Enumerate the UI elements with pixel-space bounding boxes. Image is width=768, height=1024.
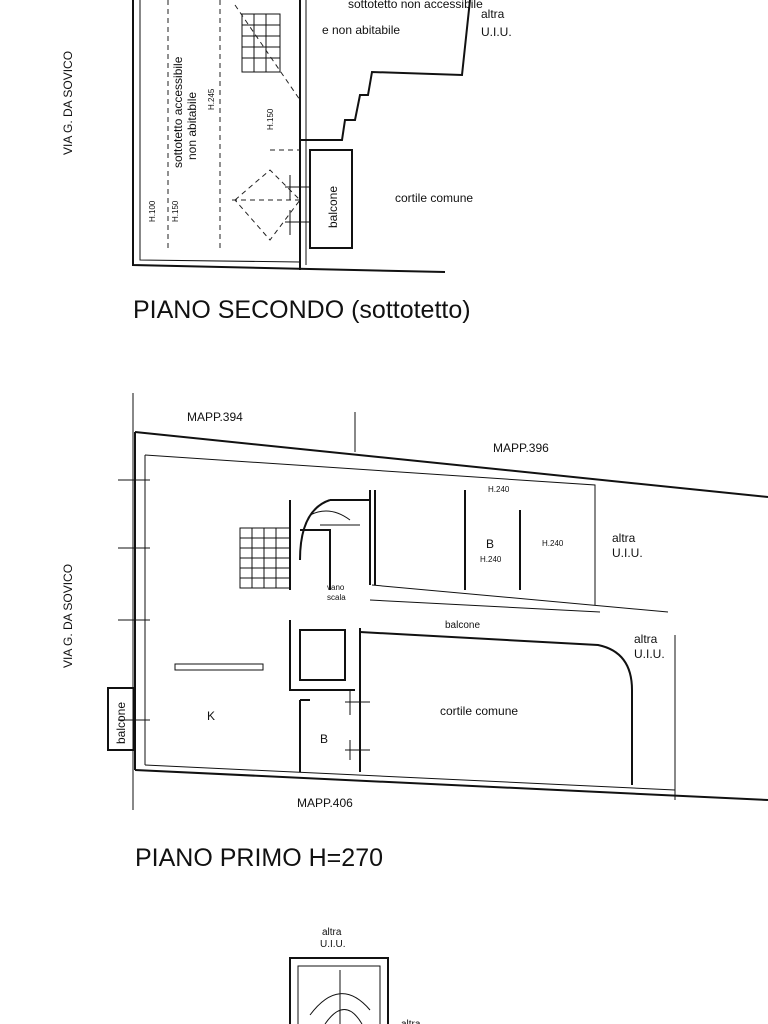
spiral-stair (309, 970, 371, 1024)
room-k-label: K (207, 709, 215, 723)
mapp-406-label: MAPP.406 (297, 796, 353, 810)
other-unit-label-1: altra (481, 7, 505, 21)
height-label: H.240 (488, 485, 510, 494)
first-floor-title: PIANO PRIMO H=270 (135, 844, 383, 872)
street-label: VIA G. DA SOVICO (61, 564, 75, 668)
ground-floor-partial: altra U.I.U. altra (289, 927, 421, 1024)
room-b-label: B (320, 732, 328, 746)
stair-well-label-2: scala (327, 593, 346, 602)
side-balcony-box (107, 687, 135, 751)
street-label: VIA G. DA SOVICO (61, 51, 75, 155)
shaft-box (289, 620, 355, 691)
balcony-rail (369, 599, 601, 613)
first-floor-plan: VIA G. DA SOVICO MAPP.394 (61, 393, 768, 872)
roof-slope-lines (167, 0, 301, 250)
height-label: H.240 (542, 539, 564, 548)
height-label: H.240 (480, 555, 502, 564)
north-wall-inner (144, 454, 596, 605)
other-unit-label-2: U.I.U. (481, 25, 512, 39)
south-wall-inner (144, 764, 676, 791)
stair-treads (240, 528, 290, 588)
north-wall (134, 431, 768, 498)
height-label: H.150 (266, 108, 275, 130)
other-unit-top-label-2: U.I.U. (320, 939, 346, 950)
other-unit-top-label-1: altra (322, 927, 342, 938)
other-unit-right-label-1: altra (401, 1019, 421, 1024)
window-ticks (118, 479, 150, 721)
balcony-label: balcone (326, 186, 340, 228)
stair-treads (242, 14, 280, 72)
south-wall (134, 769, 768, 801)
balcony-box (309, 149, 353, 249)
stair-enclosure (289, 957, 389, 1024)
attic-inaccessible-label-2: e non abitabile (322, 23, 400, 37)
window-sill (174, 663, 264, 671)
stair-winder (309, 510, 360, 526)
door-symbols (345, 690, 370, 760)
door-symbols (285, 175, 310, 235)
bathroom-walls (464, 490, 521, 590)
second-floor-title: PIANO SECONDO (sottotetto) (133, 296, 471, 324)
stair-enclosure-inner (297, 965, 381, 1024)
courtyard-outline (359, 631, 633, 785)
height-label: H.245 (207, 88, 216, 110)
other-unit-top-label-2: U.I.U. (612, 546, 643, 560)
height-label: H.100 (148, 200, 157, 222)
mapp-396-label: MAPP.396 (493, 441, 549, 455)
attic-inaccessible-label-1: sottotetto non accessibile (348, 0, 483, 11)
inner-wall (139, 0, 301, 263)
balcony-edge (371, 584, 669, 613)
outer-wall (132, 0, 446, 273)
other-unit-mid-label-1: altra (634, 632, 658, 646)
other-unit-mid-label-2: U.I.U. (634, 647, 665, 661)
core-wall (369, 490, 376, 585)
other-unit-top-label-1: altra (612, 531, 636, 545)
stair-symbol (241, 13, 281, 73)
height-label: H.150 (171, 200, 180, 222)
attic-accessible-label-2: non abitabile (185, 92, 199, 160)
bathroom-b-walls (299, 699, 310, 772)
stair-well-label-1: vano (327, 583, 345, 592)
attic-accessible-label-1: sottotetto accessibile (171, 56, 185, 168)
mapp-394-label: MAPP.394 (187, 410, 243, 424)
stair-well-walls (289, 499, 371, 590)
courtyard-label: cortile comune (440, 704, 518, 718)
balcony-strip-label: balcone (445, 620, 480, 631)
side-balcony-label: balcone (114, 702, 128, 744)
room-b-upper-label: B (486, 537, 494, 551)
roof-profile (300, 0, 471, 141)
second-floor-plan: VIA G. DA SOVICO sottotetto non accessib… (61, 0, 512, 324)
courtyard-label: cortile comune (395, 191, 473, 205)
